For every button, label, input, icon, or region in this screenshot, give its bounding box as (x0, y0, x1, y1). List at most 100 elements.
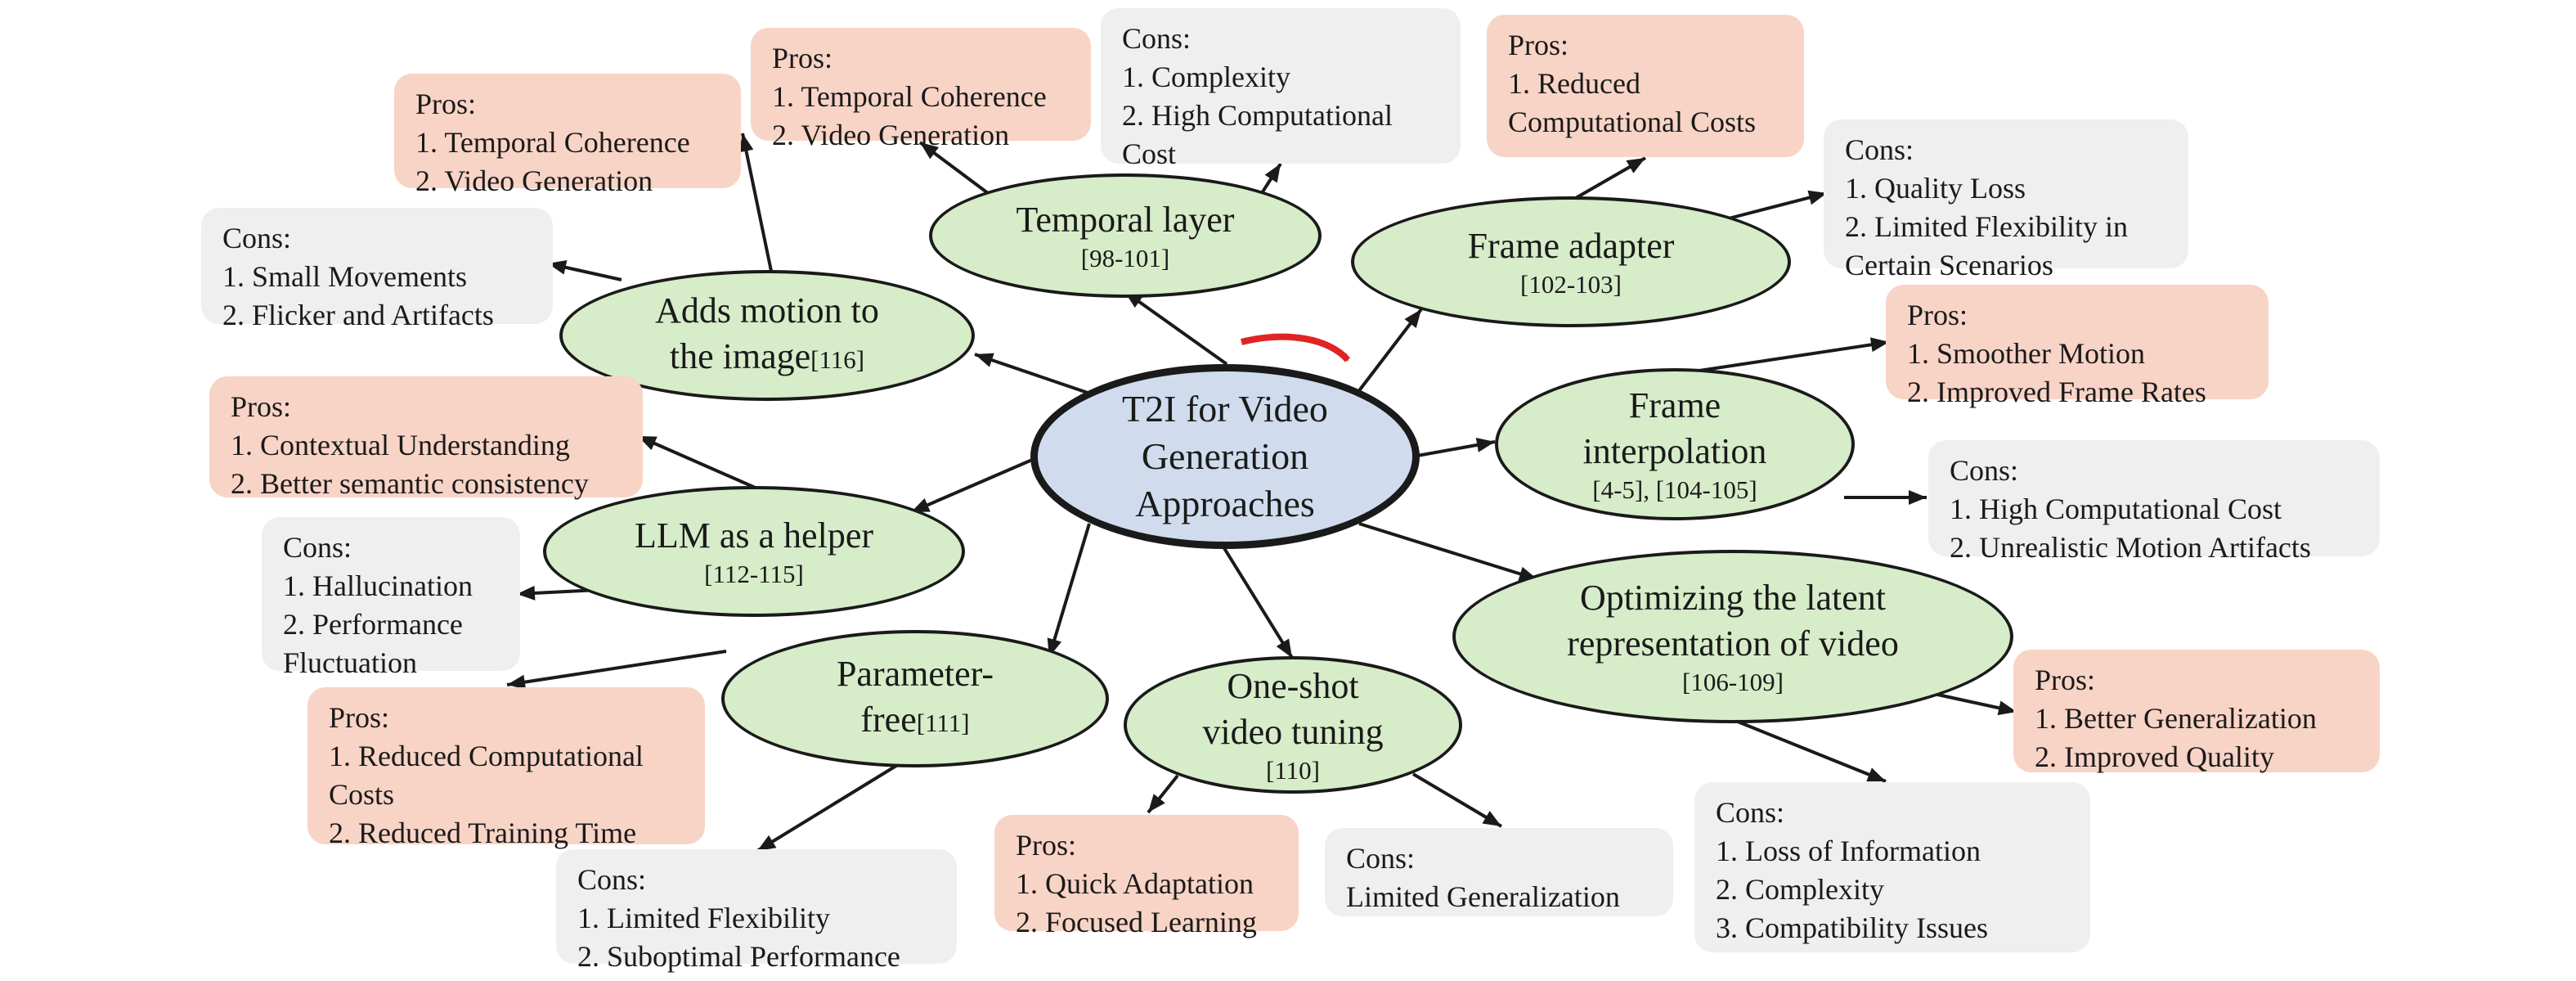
node-latent: Optimizing the latent representation of … (1452, 550, 2013, 723)
center-node: T2I for Video Generation Approaches (1030, 364, 1420, 549)
node-temporal-ref: [98-101] (1080, 244, 1170, 272)
param-cons-item-1: 1. Limited Flexibility (577, 902, 830, 934)
node-param-ref: [111] (916, 709, 970, 737)
node-param-line2: free (860, 700, 917, 740)
param-cons-item-2: 2. Suboptimal Performance (577, 940, 900, 973)
interp-pros-item-1: 1. Smoother Motion (1907, 337, 2146, 370)
node-temporal-layer: Temporal layer [98-101] (929, 173, 1322, 298)
latent-cons-item-1: 1. Loss of Information (1716, 835, 1981, 867)
edge-interp-pros (1699, 340, 1890, 372)
node-llm-title: LLM as a helper (635, 515, 873, 556)
interp-cons-item-1: 1. High Computational Cost (1950, 493, 2282, 525)
llm-pros-heading: Pros: (231, 390, 292, 423)
oneshot-pros-heading: Pros: (1016, 829, 1077, 862)
latent-pros-item-1: 1. Better Generalization (2035, 702, 2317, 735)
edge-center-llm (910, 458, 1033, 514)
param-pros-heading: Pros: (329, 701, 390, 734)
llm-cons-heading: Cons: (283, 531, 352, 564)
edge-param-pros (506, 650, 727, 686)
adds-cons-item-2: 2. Flicker and Artifacts (222, 299, 494, 331)
oneshot-cons-item-1: Limited Generalization (1346, 880, 1620, 913)
edge-center-latent (1358, 522, 1538, 581)
node-latent-line2: representation of video (1567, 623, 1899, 664)
edge-param-cons-arrowhead (757, 835, 777, 851)
node-latent-line1: Optimizing the latent (1580, 578, 1886, 618)
oneshot-cons-box: Cons: Limited Generalization (1325, 828, 1673, 916)
edge-llm-pros (637, 434, 760, 491)
interp-pros-heading: Pros: (1907, 299, 1968, 331)
node-adds-line2: the image (669, 336, 811, 376)
temporal-cons-item-2: 2. High Computational (1122, 99, 1393, 132)
center-line-2: Generation (1141, 435, 1309, 477)
node-adapter-ref: [102-103] (1520, 270, 1622, 299)
adapter-cons-heading: Cons: (1845, 133, 1914, 166)
latent-cons-item-2: 2. Complexity (1716, 873, 1884, 906)
latent-pros-item-2: 2. Improved Quality (2035, 740, 2274, 773)
node-adds-ref: [116] (810, 345, 865, 374)
edge-oneshot-cons-arrowhead (1482, 811, 1501, 826)
llm-cons-item-1: 1. Hallucination (283, 569, 473, 602)
temporal-pros-box: Pros: 1. Temporal Coherence 2. Video Gen… (751, 28, 1091, 151)
interp-pros-item-2: 2. Improved Frame Rates (1907, 376, 2206, 408)
param-pros-item-1: 1. Reduced Computational (329, 740, 644, 772)
param-pros-box: Pros: 1. Reduced Computational Costs 2. … (307, 687, 705, 849)
edge-adds-pros-arrowhead (738, 133, 754, 153)
node-oneshot-line1: One-shot (1227, 666, 1359, 706)
adapter-pros-item-2: Computational Costs (1508, 106, 1757, 138)
adds-pros-heading: Pros: (415, 88, 477, 120)
node-parameter-free: Parameter- free[111] (721, 630, 1109, 767)
llm-pros-item-2: 2. Better semantic consistency (231, 467, 589, 500)
edge-param-cons (756, 751, 919, 853)
edge-center-param (1048, 523, 1091, 658)
node-oneshot-line2: video tuning (1202, 712, 1384, 752)
node-adapter-title: Frame adapter (1467, 226, 1675, 266)
adds-pros-item-1: 1. Temporal Coherence (415, 126, 690, 159)
node-param-line1: Parameter- (836, 654, 994, 694)
edge-latent-cons (1733, 718, 1887, 783)
node-llm-ref: [112-115] (704, 560, 804, 588)
edge-center-interp-arrowhead (1475, 438, 1495, 452)
adapter-cons-box: Cons: 1. Quality Loss 2. Limited Flexibi… (1824, 119, 2188, 281)
adapter-cons-item-1: 1. Quality Loss (1845, 172, 2026, 205)
edge-adapter-pros-arrowhead (1626, 158, 1645, 173)
temporal-pros-heading: Pros: (772, 42, 833, 74)
edge-center-temporal (1123, 290, 1228, 366)
node-frame-interpolation: Frame interpolation [4-5], [104-105] (1495, 368, 1855, 520)
edge-latent-pros-arrowhead (1997, 700, 2017, 716)
oneshot-cons-heading: Cons: (1346, 842, 1416, 875)
node-latent-ref: [106-109] (1682, 668, 1784, 696)
edge-center-adapter-arrowhead (1404, 309, 1421, 328)
latent-cons-heading: Cons: (1716, 796, 1785, 829)
center-line-3: Approaches (1135, 483, 1315, 524)
oneshot-pros-item-1: 1. Quick Adaptation (1016, 867, 1254, 900)
node-llm-helper: LLM as a helper [112-115] (543, 486, 965, 617)
center-line-1: T2I for Video (1122, 388, 1328, 430)
edge-temporal-pros-arrowhead (920, 142, 940, 160)
temporal-cons-item-1: 1. Complexity (1122, 61, 1290, 93)
edge-center-oneshot (1223, 547, 1294, 659)
curved-red-arrow (1241, 333, 1351, 362)
node-interp-line1: Frame (1628, 385, 1721, 425)
adapter-pros-item-1: 1. Reduced (1508, 67, 1640, 100)
edge-temporal-cons-arrowhead (1264, 164, 1281, 183)
latent-pros-box: Pros: 1. Better Generalization 2. Improv… (2013, 650, 2380, 773)
oneshot-pros-box: Pros: 1. Quick Adaptation 2. Focused Lea… (994, 815, 1299, 938)
edge-adapter-cons-arrowhead (1807, 190, 1827, 205)
adds-cons-box: Cons: 1. Small Movements 2. Flicker and … (201, 208, 553, 331)
node-temporal-title: Temporal layer (1016, 200, 1235, 240)
temporal-cons-box: Cons: 1. Complexity 2. High Computationa… (1101, 8, 1461, 170)
node-adds-line1: Adds motion to (655, 290, 879, 331)
edge-center-adds-arrowhead (975, 353, 994, 367)
edge-latent-cons-arrowhead (1866, 767, 1886, 782)
llm-cons-box: Cons: 1. Hallucination 2. Performance Fl… (262, 517, 520, 679)
param-pros-item-2: Costs (329, 778, 395, 811)
llm-pros-box: Pros: 1. Contextual Understanding 2. Bet… (209, 376, 643, 500)
edge-center-adds (974, 353, 1088, 394)
node-interp-line2: interpolation (1582, 431, 1767, 471)
adapter-cons-item-2: 2. Limited Flexibility in (1845, 210, 2128, 243)
temporal-pros-item-1: 1. Temporal Coherence (772, 80, 1047, 113)
node-oneshot-ref: [110] (1266, 756, 1320, 785)
temporal-cons-heading: Cons: (1122, 22, 1192, 55)
adds-cons-item-1: 1. Small Movements (222, 260, 467, 293)
